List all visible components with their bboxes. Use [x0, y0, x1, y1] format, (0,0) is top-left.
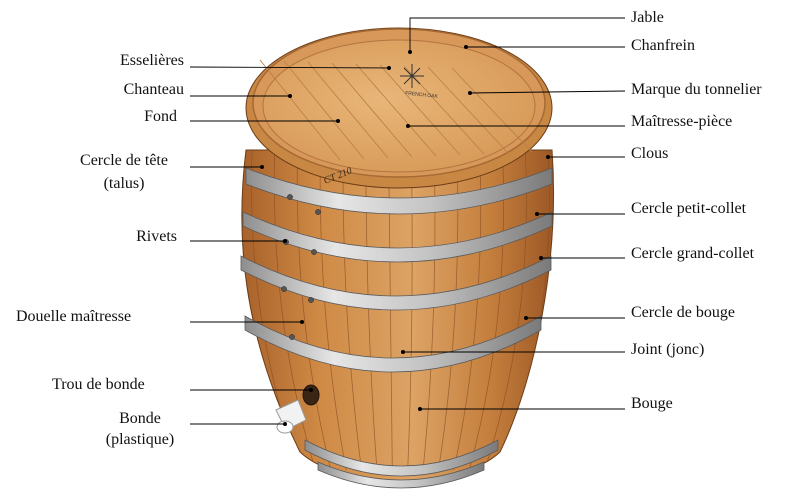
head-board-line — [283, 60, 365, 160]
leader-dot — [401, 350, 405, 354]
stave-line — [388, 150, 393, 471]
label-cercle-tete: Cercle de tête (talus) — [62, 151, 186, 194]
stave-line — [407, 150, 413, 471]
label-chanfrein: Chanfrein — [631, 37, 695, 54]
label-jable: Jable — [631, 9, 664, 26]
stave-line — [422, 150, 436, 471]
label-bonde-line1: Bonde — [119, 410, 161, 427]
leader-line — [469, 90, 626, 94]
label-maitresse-piece: Maîtresse-pièce — [631, 113, 733, 130]
barrel-head — [262, 39, 536, 173]
hoop — [240, 255, 552, 311]
rivet-icon — [281, 286, 287, 292]
hoop — [245, 167, 553, 215]
leader-dot — [418, 407, 422, 411]
stave-line — [484, 150, 527, 471]
label-rivets: Rivets — [136, 228, 177, 245]
leader-dot — [336, 119, 340, 123]
leader-dot — [288, 94, 292, 98]
hoop — [242, 211, 553, 263]
leader-line — [189, 66, 390, 69]
rivet-icon — [311, 249, 317, 255]
leader-dot — [524, 316, 528, 320]
rivet-icon — [308, 297, 314, 303]
leader-dot — [468, 91, 472, 95]
label-cercle-tete-line1: Cercle de tête — [80, 152, 168, 169]
label-marque-tonnelier: Marque du tonnelier — [631, 81, 762, 98]
rivet-icon — [287, 194, 293, 200]
head-board-line — [307, 61, 389, 159]
label-bonde-line2: (plastique) — [105, 431, 175, 448]
rivet-icon — [289, 334, 295, 340]
cooper-mark-icon — [400, 64, 424, 88]
stave-line — [365, 150, 378, 471]
head-board-line — [451, 67, 533, 153]
label-cercle-de-bouge: Cercle de bouge — [631, 304, 735, 321]
label-esselieres: Esselières — [120, 52, 184, 69]
label-douelle-maitresse: Douelle maîtresse — [16, 308, 132, 325]
label-fond: Fond — [144, 108, 177, 125]
label-chanteau: Chanteau — [123, 81, 184, 98]
hoop — [304, 439, 499, 477]
brand-text: FRENCH OAK — [405, 90, 439, 99]
leader-dot — [546, 155, 550, 159]
leader-dot — [539, 256, 543, 260]
label-bonde: Bonde (plastique) — [92, 409, 188, 450]
label-cercle-petit-collet: Cercle petit-collet — [631, 200, 747, 217]
head-board-line — [259, 59, 341, 161]
label-cercle-grand-collet: Cercle grand-collet — [631, 245, 755, 262]
leader-dot — [260, 165, 264, 169]
leader-line — [409, 17, 625, 52]
leader-dot — [406, 124, 410, 128]
head-board-line — [427, 66, 509, 154]
label-cercle-tete-line2: (talus) — [103, 175, 145, 192]
head-board-line — [355, 63, 437, 157]
leader-dot — [300, 320, 304, 324]
label-clous: Clous — [631, 145, 669, 162]
leader-dot — [387, 66, 391, 70]
label-bouge: Bouge — [631, 395, 673, 412]
leader-dot — [283, 239, 287, 243]
leader-dot — [309, 388, 313, 392]
leader-dot — [408, 50, 412, 54]
rivet-icon — [315, 209, 321, 215]
leader-dot — [283, 422, 287, 426]
leader-dot — [535, 212, 539, 216]
label-joint-jonc: Joint (jonc) — [631, 341, 705, 358]
head-board-line — [331, 62, 413, 158]
leader-dot — [464, 45, 468, 49]
label-trou-de-bonde: Trou de bonde — [52, 376, 145, 393]
head-board-line — [379, 64, 461, 156]
hoop — [244, 315, 542, 373]
hoop — [317, 461, 485, 489]
